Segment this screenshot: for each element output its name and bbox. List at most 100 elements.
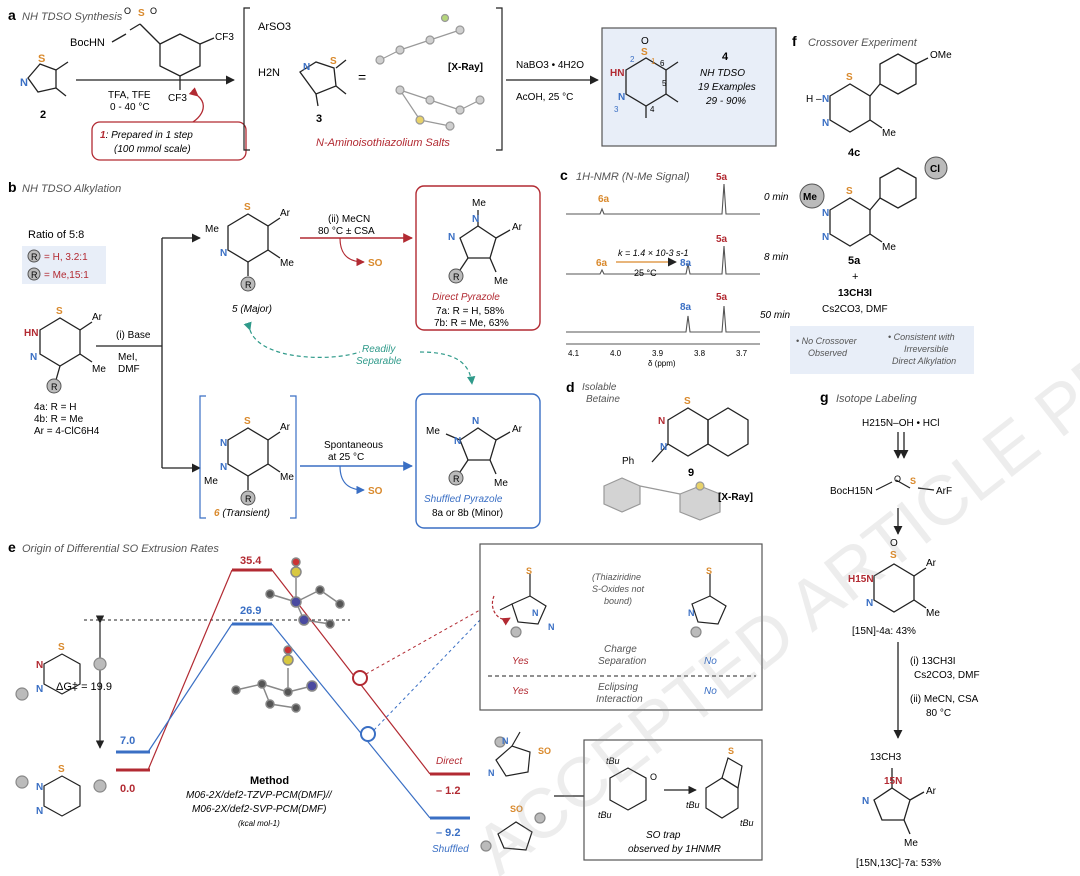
cf3-top: CF3 (215, 32, 234, 43)
svg-text:S: S (244, 202, 251, 213)
so-trap-line1: SO trap (646, 830, 681, 841)
nmr-spectra (566, 183, 760, 345)
xray-label-a: [X-Ray] (448, 62, 483, 73)
yes-charge: Yes (512, 656, 529, 667)
svg-text:N: N (488, 768, 495, 778)
ts-model-red (265, 557, 345, 629)
panel-c-title: 1H-NMR (N-Me Signal) (576, 171, 690, 183)
compound-4c-label: 4c (848, 147, 860, 159)
direct-pyrazole-label: Direct Pyrazole (432, 292, 500, 303)
compound-5a-label: 5a (848, 255, 861, 267)
svg-text:R: R (245, 280, 252, 290)
nmr-xaxis-ticks: 4.1 4.0 3.9 3.8 3.7 (568, 349, 748, 358)
svg-text:HN: HN (24, 328, 38, 339)
svg-text:Ar: Ar (92, 312, 103, 323)
box-note-3: bound) (604, 596, 632, 606)
panel-b-letter: b (8, 179, 17, 195)
panel-g-title: Isotope Labeling (836, 393, 918, 405)
nmr-lab-8a-2: 8a (680, 258, 692, 269)
cmp-5-label: 5 (Major) (232, 304, 272, 315)
svg-text:Ar: Ar (926, 558, 937, 569)
nmr-lab-6a-1: 6a (598, 194, 610, 205)
svg-text:Me: Me (904, 838, 918, 849)
svg-text:R: R (453, 272, 460, 282)
svg-text:N: N (688, 608, 695, 618)
tdso-4-structure (625, 57, 679, 118)
svg-text:N: N (448, 232, 455, 243)
ch3i-reagent: 13CH3I (838, 288, 872, 299)
panel-c: c 1H-NMR (N-Me Signal) 6a 5a 5a 5a 6a 8a… (560, 167, 790, 368)
panel-b: b NH TDSO Alkylation Ratio of 5:8 R R = … (8, 179, 541, 529)
panel-f: f Crossover Experiment S H – N N OMe Me … (790, 33, 974, 374)
method-line2: M06-2X/def2-SVP-PCM(DMF) (192, 804, 326, 815)
energy-red-start: 0.0 (120, 783, 135, 795)
crossover-cond: Cs2CO3, DMF (822, 304, 888, 315)
xray-structure-3 (375, 13, 485, 131)
cond-a4: AcOH, 25 °C (516, 92, 573, 103)
svg-text:N: N (20, 77, 28, 89)
svg-text:S: S (846, 72, 853, 83)
ph-label: Ph (622, 456, 634, 467)
shuffled-path-label: Shuffled (432, 844, 469, 855)
svg-text:N: N (822, 118, 829, 129)
svg-text:S: S (138, 8, 145, 19)
svg-text:Me: Me (494, 276, 508, 287)
svg-text:N: N (220, 438, 227, 449)
no-eclipse: No (704, 686, 717, 697)
shuffled-pyrazole-box (415, 393, 541, 529)
svg-text:3.9: 3.9 (652, 349, 664, 358)
h2n-label: H2N (258, 67, 280, 79)
svg-text:N: N (866, 598, 873, 609)
time-8: 8 min (764, 252, 789, 263)
product-4-line2: 19 Examples (698, 82, 756, 93)
tdso-4c-structure (829, 53, 929, 133)
svg-text:H –: H – (806, 94, 822, 105)
nmr-lab-6a-2: 6a (596, 258, 608, 269)
ring-num-3: 3 (614, 105, 619, 114)
quinone-structure (609, 767, 647, 811)
charge-line2: Separation (598, 656, 647, 667)
ar-definition: Ar = 4-ClC6H4 (34, 426, 100, 437)
product-4-box (601, 27, 777, 147)
cond-spont-1: Spontaneous (324, 440, 383, 451)
direct-path-label: Direct (436, 756, 463, 767)
so-label-1: SO (538, 746, 551, 756)
energy-red-ts: 35.4 (240, 555, 262, 567)
svg-text:H15N: H15N (848, 574, 874, 585)
product-7b: 7b: R = Me, 63% (434, 318, 509, 329)
nmr-xlabel: δ (ppm) (648, 359, 676, 368)
start-struct-bottom (15, 775, 107, 817)
svg-text:S: S (890, 550, 897, 561)
nmr-lab-5a-1: 5a (716, 172, 728, 183)
blue-path (147, 623, 431, 819)
svg-text:N: N (220, 462, 227, 473)
xray-structure-9 (603, 477, 721, 521)
cond-spont-2: at 25 °C (328, 452, 364, 463)
note1-line1: • No Crossover (796, 336, 858, 346)
svg-text:O: O (124, 6, 131, 16)
svg-text:4.1: 4.1 (568, 349, 580, 358)
svg-text:O: O (894, 474, 901, 484)
svg-text:R: R (453, 474, 460, 484)
g-pyrazole-structure (873, 768, 925, 835)
ring-num-1: 1 (651, 57, 656, 66)
svg-text:N: N (658, 416, 665, 427)
cf3-bottom: CF3 (168, 93, 187, 104)
g-ch3: 13CH3 (870, 752, 902, 763)
pyrazole-7-structure (459, 210, 511, 273)
product-4-line1: NH TDSO (700, 68, 745, 79)
panel-b-title: NH TDSO Alkylation (22, 183, 121, 195)
note1-line2: Observed (808, 348, 848, 358)
svg-text:N: N (454, 436, 461, 447)
box-note-2: S-Oxides not (592, 584, 645, 594)
svg-text:N: N (472, 214, 479, 225)
method-units: (kcal mol-1) (238, 819, 280, 828)
g-cond3: (ii) MeCN, CSA (910, 694, 979, 705)
svg-text:Ar: Ar (926, 786, 937, 797)
svg-text:Me: Me (882, 128, 896, 139)
product-7a: 7a: R = H, 58% (436, 306, 504, 317)
cond-mecn-2: 80 °C ± CSA (318, 226, 375, 237)
no-charge: No (704, 656, 717, 667)
energy-blue-ts: 26.9 (240, 605, 261, 617)
compound-2-label: 2 (40, 109, 46, 121)
